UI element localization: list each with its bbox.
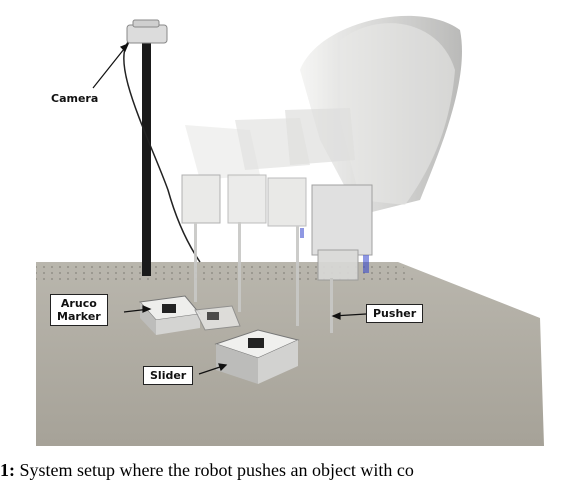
slider-box-3 (214, 329, 300, 384)
camera-label: Camera (51, 92, 99, 105)
figure-caption: 1: System setup where the robot pushes a… (0, 460, 576, 480)
pusher-label: Pusher (366, 304, 424, 323)
aruco-marker-label: Aruco Marker (50, 294, 108, 326)
camera-device (126, 19, 168, 44)
caption-text: System setup where the robot pushes an o… (15, 460, 414, 480)
caption-figure-number: 1: (0, 460, 15, 480)
slider-box-1 (139, 295, 201, 335)
slider-label: Slider (143, 366, 194, 385)
camera-pole (123, 39, 201, 276)
annotation-pointers (92, 42, 367, 375)
slider-box-2 (194, 305, 241, 331)
robot-arm (181, 15, 462, 333)
system-setup-photo (36, 15, 544, 446)
